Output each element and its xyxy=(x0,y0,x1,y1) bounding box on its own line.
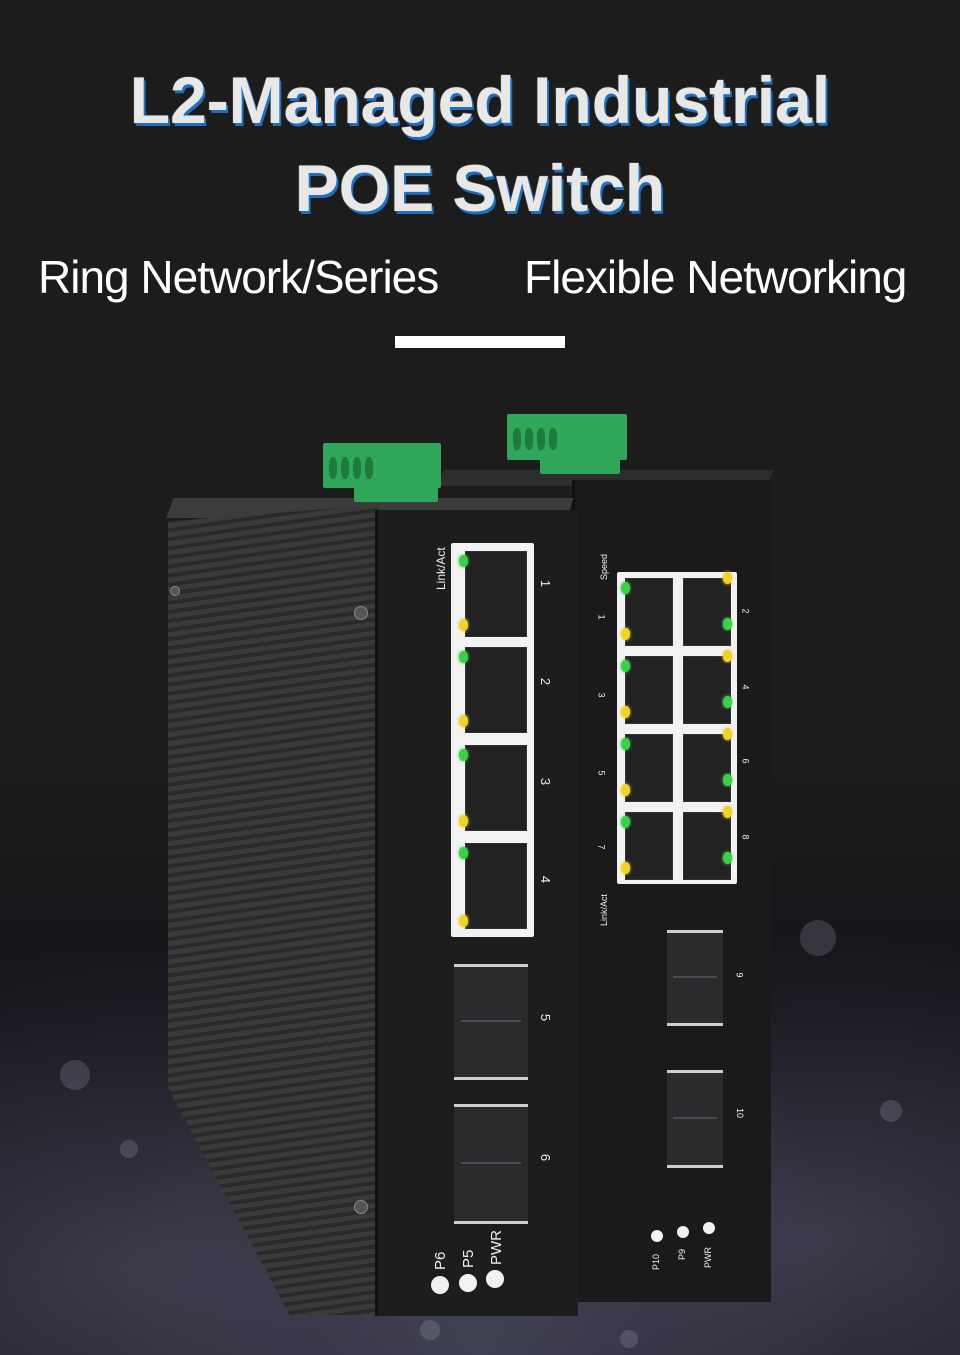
port-label: 10 xyxy=(735,1107,746,1119)
rj45-grid-left xyxy=(451,543,534,937)
switch-right-front: Speed 1 3 5 7 2 4 6 8 Link/Act 9 10 P10 … xyxy=(572,480,771,1302)
port-label: 2 xyxy=(740,608,751,614)
switch-left-front: Link/Act 1 2 3 4 5 6 P6 P5 PWR xyxy=(375,510,578,1316)
status-label: P9 xyxy=(677,1248,687,1260)
page-title-line1: L2-Managed Industrial xyxy=(129,63,831,137)
status-led-pwr xyxy=(703,1222,715,1234)
page-title-line2: POE Switch xyxy=(294,151,666,225)
terminal-base-right xyxy=(540,458,620,474)
sfp-port-9[interactable] xyxy=(667,930,723,1026)
rj45-grid-right xyxy=(617,572,737,884)
link-act-label: Link/Act xyxy=(434,547,448,590)
status-led-p9 xyxy=(677,1226,689,1238)
terminal-block-left xyxy=(323,443,441,488)
title-divider xyxy=(395,336,565,348)
port-label: 7 xyxy=(596,844,607,850)
terminal-block-right xyxy=(507,414,627,460)
status-label: P6 xyxy=(432,1251,449,1270)
screw-icon xyxy=(354,1200,368,1214)
link-act-label: Link/Act xyxy=(599,893,609,926)
status-label: PWR xyxy=(488,1230,505,1265)
port-label: 6 xyxy=(740,758,751,764)
sfp-port-6[interactable] xyxy=(454,1104,528,1224)
port-label: 1 xyxy=(538,579,554,588)
status-led-pwr xyxy=(486,1270,504,1288)
status-led-p6 xyxy=(431,1276,449,1294)
port-label: 8 xyxy=(740,834,751,840)
speed-label: Speed xyxy=(599,553,609,580)
feature-flexible-networking: Flexible Networking xyxy=(524,251,907,303)
port-label: 6 xyxy=(538,1153,554,1162)
status-label: PWR xyxy=(703,1247,713,1268)
feature-ring-network: Ring Network/Series xyxy=(38,251,439,303)
sfp-port-5[interactable] xyxy=(454,964,528,1080)
port-label: 2 xyxy=(538,677,554,686)
port-label: 1 xyxy=(596,614,607,620)
port-label: 5 xyxy=(596,770,607,776)
port-label: 3 xyxy=(538,777,554,786)
terminal-base-left xyxy=(354,486,438,502)
port-label: 9 xyxy=(734,972,745,978)
sfp-port-10[interactable] xyxy=(667,1070,723,1168)
status-led-p10 xyxy=(651,1230,663,1242)
status-led-p5 xyxy=(459,1274,477,1292)
port-label: 3 xyxy=(596,692,607,698)
port-label: 5 xyxy=(538,1013,554,1022)
status-label: P5 xyxy=(460,1249,477,1268)
port-label: 4 xyxy=(740,684,751,690)
status-label: P10 xyxy=(651,1253,661,1270)
screw-icon xyxy=(354,606,368,620)
screw-icon xyxy=(170,586,180,596)
port-label: 4 xyxy=(538,875,554,884)
